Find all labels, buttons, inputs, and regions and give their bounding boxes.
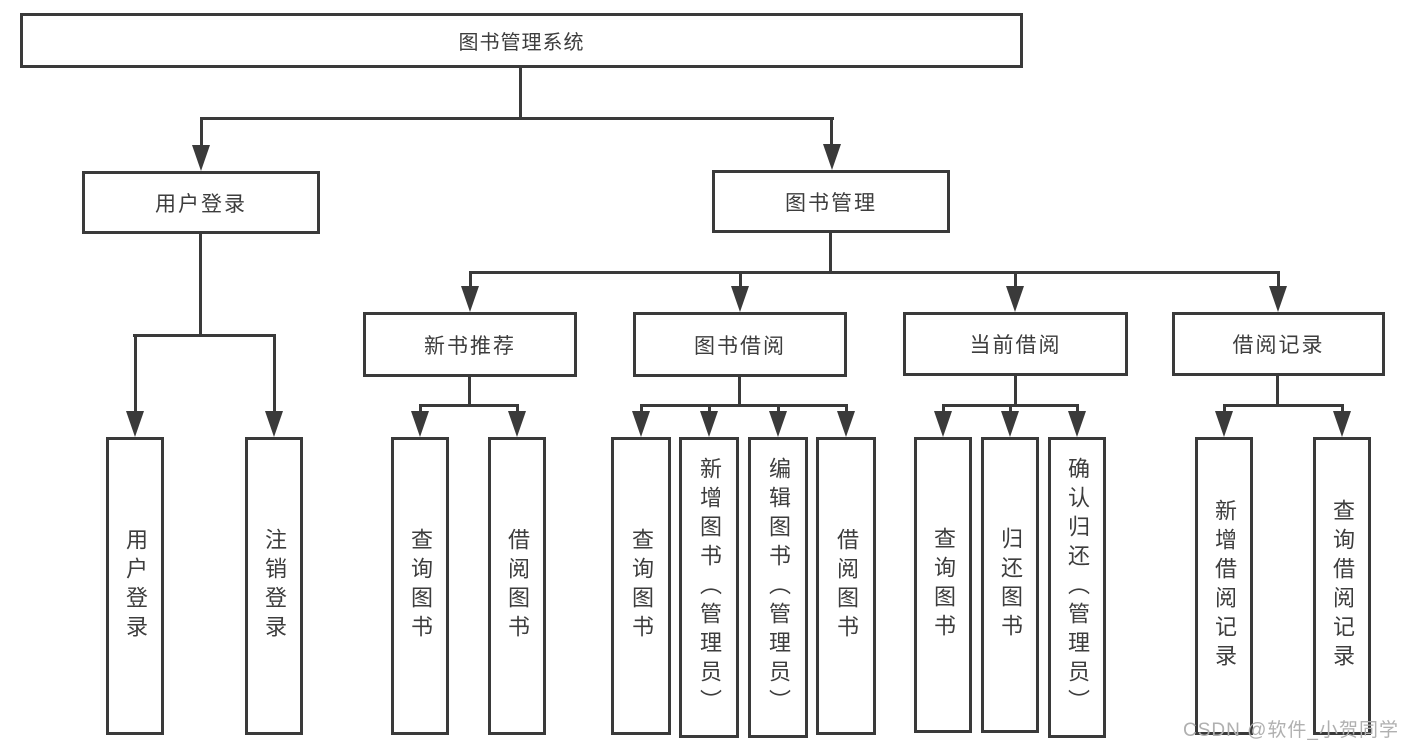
connector-drop-bb-edit	[777, 404, 780, 413]
arrowhead-cb-confirm	[1068, 411, 1086, 437]
node-book-borrowing: 图书借阅	[633, 312, 847, 377]
leaf-record-query-borrow-record: 查询借阅记录	[1313, 437, 1371, 735]
node-borrowing-records: 借阅记录	[1172, 312, 1385, 376]
leaf-label: 新增借阅记录	[1212, 499, 1237, 673]
connector-drop-cb-return	[1009, 404, 1012, 413]
connector-drop-leaf-logout	[273, 334, 276, 413]
arrowhead-book-mgmt	[823, 144, 841, 170]
connector-borrow-record-stem	[1276, 376, 1279, 407]
leaf-label: 确认归还（管理员）	[1065, 457, 1090, 718]
leaf-label: 查询图书	[629, 528, 654, 644]
leaf-current-query-books: 查询图书	[914, 437, 972, 733]
leaf-label: 注销登录	[262, 528, 287, 644]
connector-drop-nb-borrow	[516, 404, 519, 413]
connector-book-mgmt-stem	[829, 233, 832, 274]
connector-drop-bb-query	[640, 404, 643, 413]
leaf-record-add-borrow-record: 新增借阅记录	[1195, 437, 1253, 735]
leaf-label: 查询借阅记录	[1330, 499, 1355, 673]
leaf-label: 借阅图书	[505, 528, 530, 644]
arrowhead-br-query	[1333, 411, 1351, 437]
leaf-label: 查询图书	[931, 527, 956, 643]
leaf-label: 查询图书	[408, 528, 433, 644]
arrowhead-user-login	[192, 145, 210, 171]
leaf-label: 编辑图书（管理员）	[766, 457, 791, 718]
connector-drop-bb-borrow	[845, 404, 848, 413]
arrowhead-bb-edit	[769, 411, 787, 437]
connector-drop-leaf-user-login	[134, 334, 137, 413]
node-label: 借阅记录	[1232, 334, 1325, 357]
connector-drop-cb-confirm	[1076, 404, 1079, 413]
leaf-borrowing-add-books-admin: 新增图书（管理员）	[679, 437, 739, 738]
arrowhead-bb-add	[700, 411, 718, 437]
connector-drop-user-login	[200, 117, 203, 148]
node-book-management: 图书管理	[712, 170, 950, 233]
connector-drop-new-book	[469, 271, 472, 288]
arrowhead-bb-query	[632, 411, 650, 437]
connector-root-rail	[200, 117, 834, 120]
connector-root-stem	[519, 68, 522, 120]
connector-drop-cb-query	[942, 404, 945, 413]
leaf-current-return-books: 归还图书	[981, 437, 1039, 733]
leaf-label: 用户登录	[123, 528, 148, 644]
connector-current-borrow-stem	[1014, 376, 1017, 407]
arrowhead-borrow-record	[1269, 286, 1287, 312]
connector-new-book-rail	[419, 404, 519, 407]
arrowhead-nb-borrow	[508, 411, 526, 437]
node-label: 用户登录	[155, 192, 247, 216]
leaf-user-login: 用户登录	[106, 437, 164, 735]
connector-drop-book-borrow	[739, 271, 742, 288]
node-current-borrowing: 当前借阅	[903, 312, 1128, 376]
leaf-recommend-borrow-books: 借阅图书	[488, 437, 546, 735]
connector-drop-br-query	[1341, 404, 1344, 413]
leaf-label: 借阅图书	[834, 528, 859, 644]
arrowhead-leaf-logout	[265, 411, 283, 437]
leaf-recommend-query-books: 查询图书	[391, 437, 449, 735]
connector-drop-borrow-record	[1277, 271, 1280, 288]
node-label: 新书推荐	[424, 334, 516, 358]
node-new-book-recommend: 新书推荐	[363, 312, 577, 377]
node-label: 图书管理系统	[458, 32, 585, 54]
connector-user-login-rail	[133, 334, 276, 337]
connector-drop-br-add	[1223, 404, 1226, 413]
connector-book-borrow-stem	[738, 377, 741, 407]
arrowhead-cb-query	[934, 411, 952, 437]
arrowhead-new-book	[461, 286, 479, 312]
connector-drop-bb-add	[708, 404, 711, 413]
arrowhead-br-add	[1215, 411, 1233, 437]
leaf-current-confirm-return-admin: 确认归还（管理员）	[1048, 437, 1106, 738]
leaf-logout: 注销登录	[245, 437, 303, 735]
connector-drop-current-borrow	[1014, 271, 1017, 288]
arrowhead-cb-return	[1001, 411, 1019, 437]
leaf-borrowing-query-books: 查询图书	[611, 437, 671, 735]
arrowhead-leaf-user-login	[126, 411, 144, 437]
node-label: 图书管理	[785, 191, 877, 215]
leaf-borrowing-edit-books-admin: 编辑图书（管理员）	[748, 437, 808, 738]
connector-drop-nb-query	[419, 404, 422, 413]
node-library-management-system: 图书管理系统	[20, 13, 1023, 68]
leaf-borrowing-borrow-books: 借阅图书	[816, 437, 876, 735]
arrowhead-nb-query	[411, 411, 429, 437]
connector-borrow-record-rail	[1223, 404, 1344, 407]
arrowhead-book-borrow	[731, 286, 749, 312]
leaf-label: 新增图书（管理员）	[697, 457, 722, 718]
connector-book-borrow-rail	[640, 404, 848, 407]
node-label: 图书借阅	[694, 334, 786, 358]
arrowhead-current-borrow	[1006, 286, 1024, 312]
node-label: 当前借阅	[969, 334, 1062, 357]
arrowhead-bb-borrow	[837, 411, 855, 437]
leaf-label: 归还图书	[998, 527, 1023, 643]
connector-drop-book-mgmt	[830, 117, 833, 147]
watermark: CSDN @软件_小贺同学	[1183, 720, 1399, 741]
connector-book-mgmt-rail	[469, 271, 1280, 274]
node-user-login: 用户登录	[82, 171, 320, 234]
connector-new-book-stem	[468, 377, 471, 407]
connector-user-login-stem	[199, 234, 202, 337]
